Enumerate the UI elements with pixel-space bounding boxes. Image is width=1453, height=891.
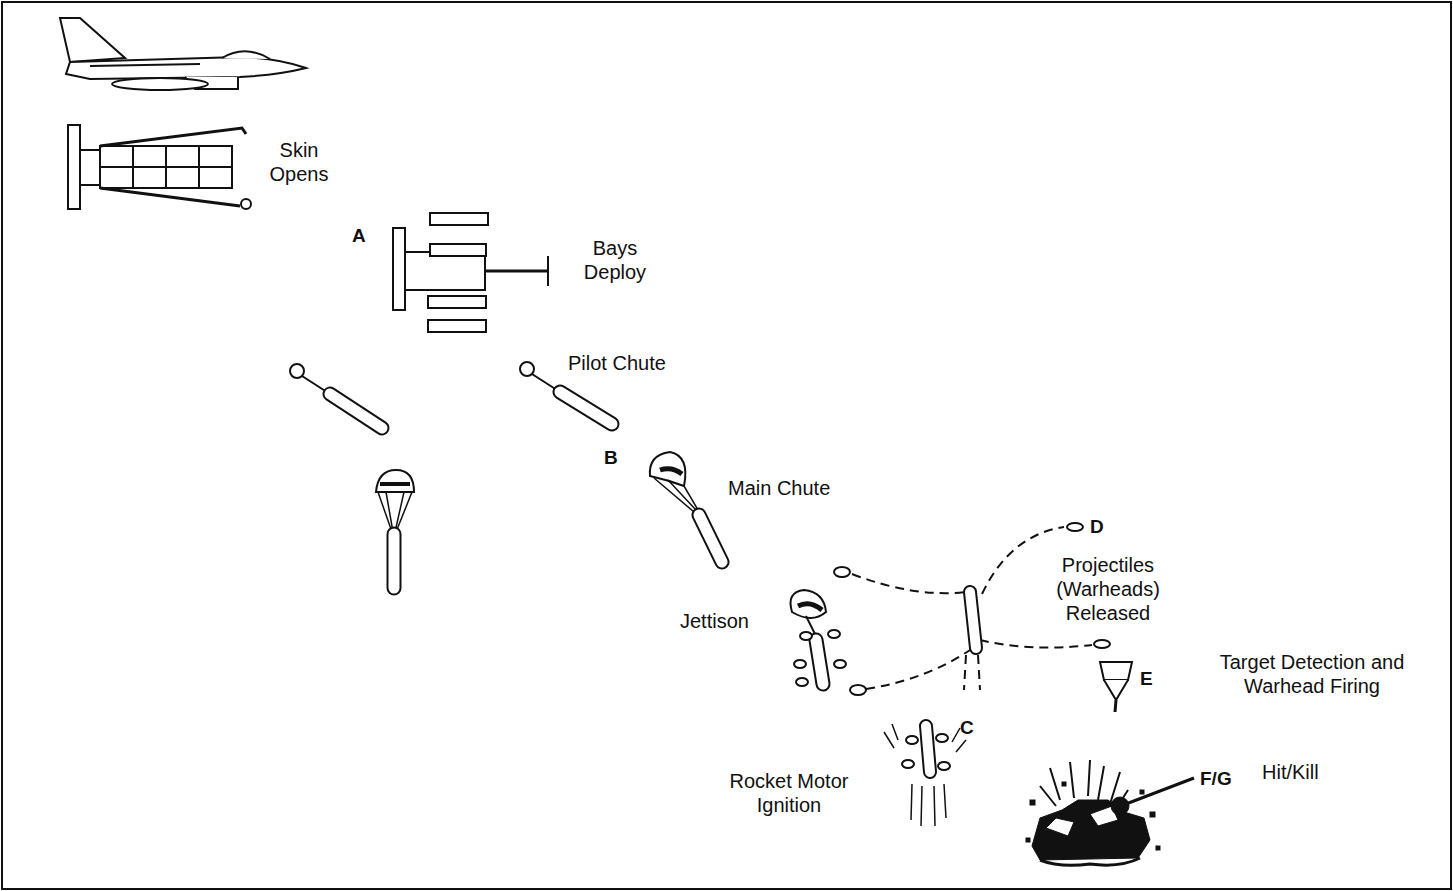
step-label: Pilot Chute: [568, 351, 698, 375]
step-label: Skin Opens: [266, 138, 332, 186]
step-label: Hit/Kill: [1262, 760, 1352, 784]
callout-letter: D: [1090, 515, 1114, 539]
callout-letter: B: [604, 446, 624, 470]
callout-letter: F/G: [1200, 767, 1250, 791]
step-label: Projectiles (Warheads) Released: [1050, 553, 1166, 625]
step-label: Main Chute: [728, 476, 858, 500]
step-label: Jettison: [680, 609, 780, 633]
step-label: Target Detection and Warhead Firing: [1192, 650, 1432, 698]
callout-letter: A: [352, 224, 372, 248]
step-label: Bays Deploy: [580, 236, 650, 284]
step-label: Rocket Motor Ignition: [714, 769, 864, 817]
callout-letter: C: [960, 716, 984, 740]
callout-letter: E: [1140, 667, 1164, 691]
